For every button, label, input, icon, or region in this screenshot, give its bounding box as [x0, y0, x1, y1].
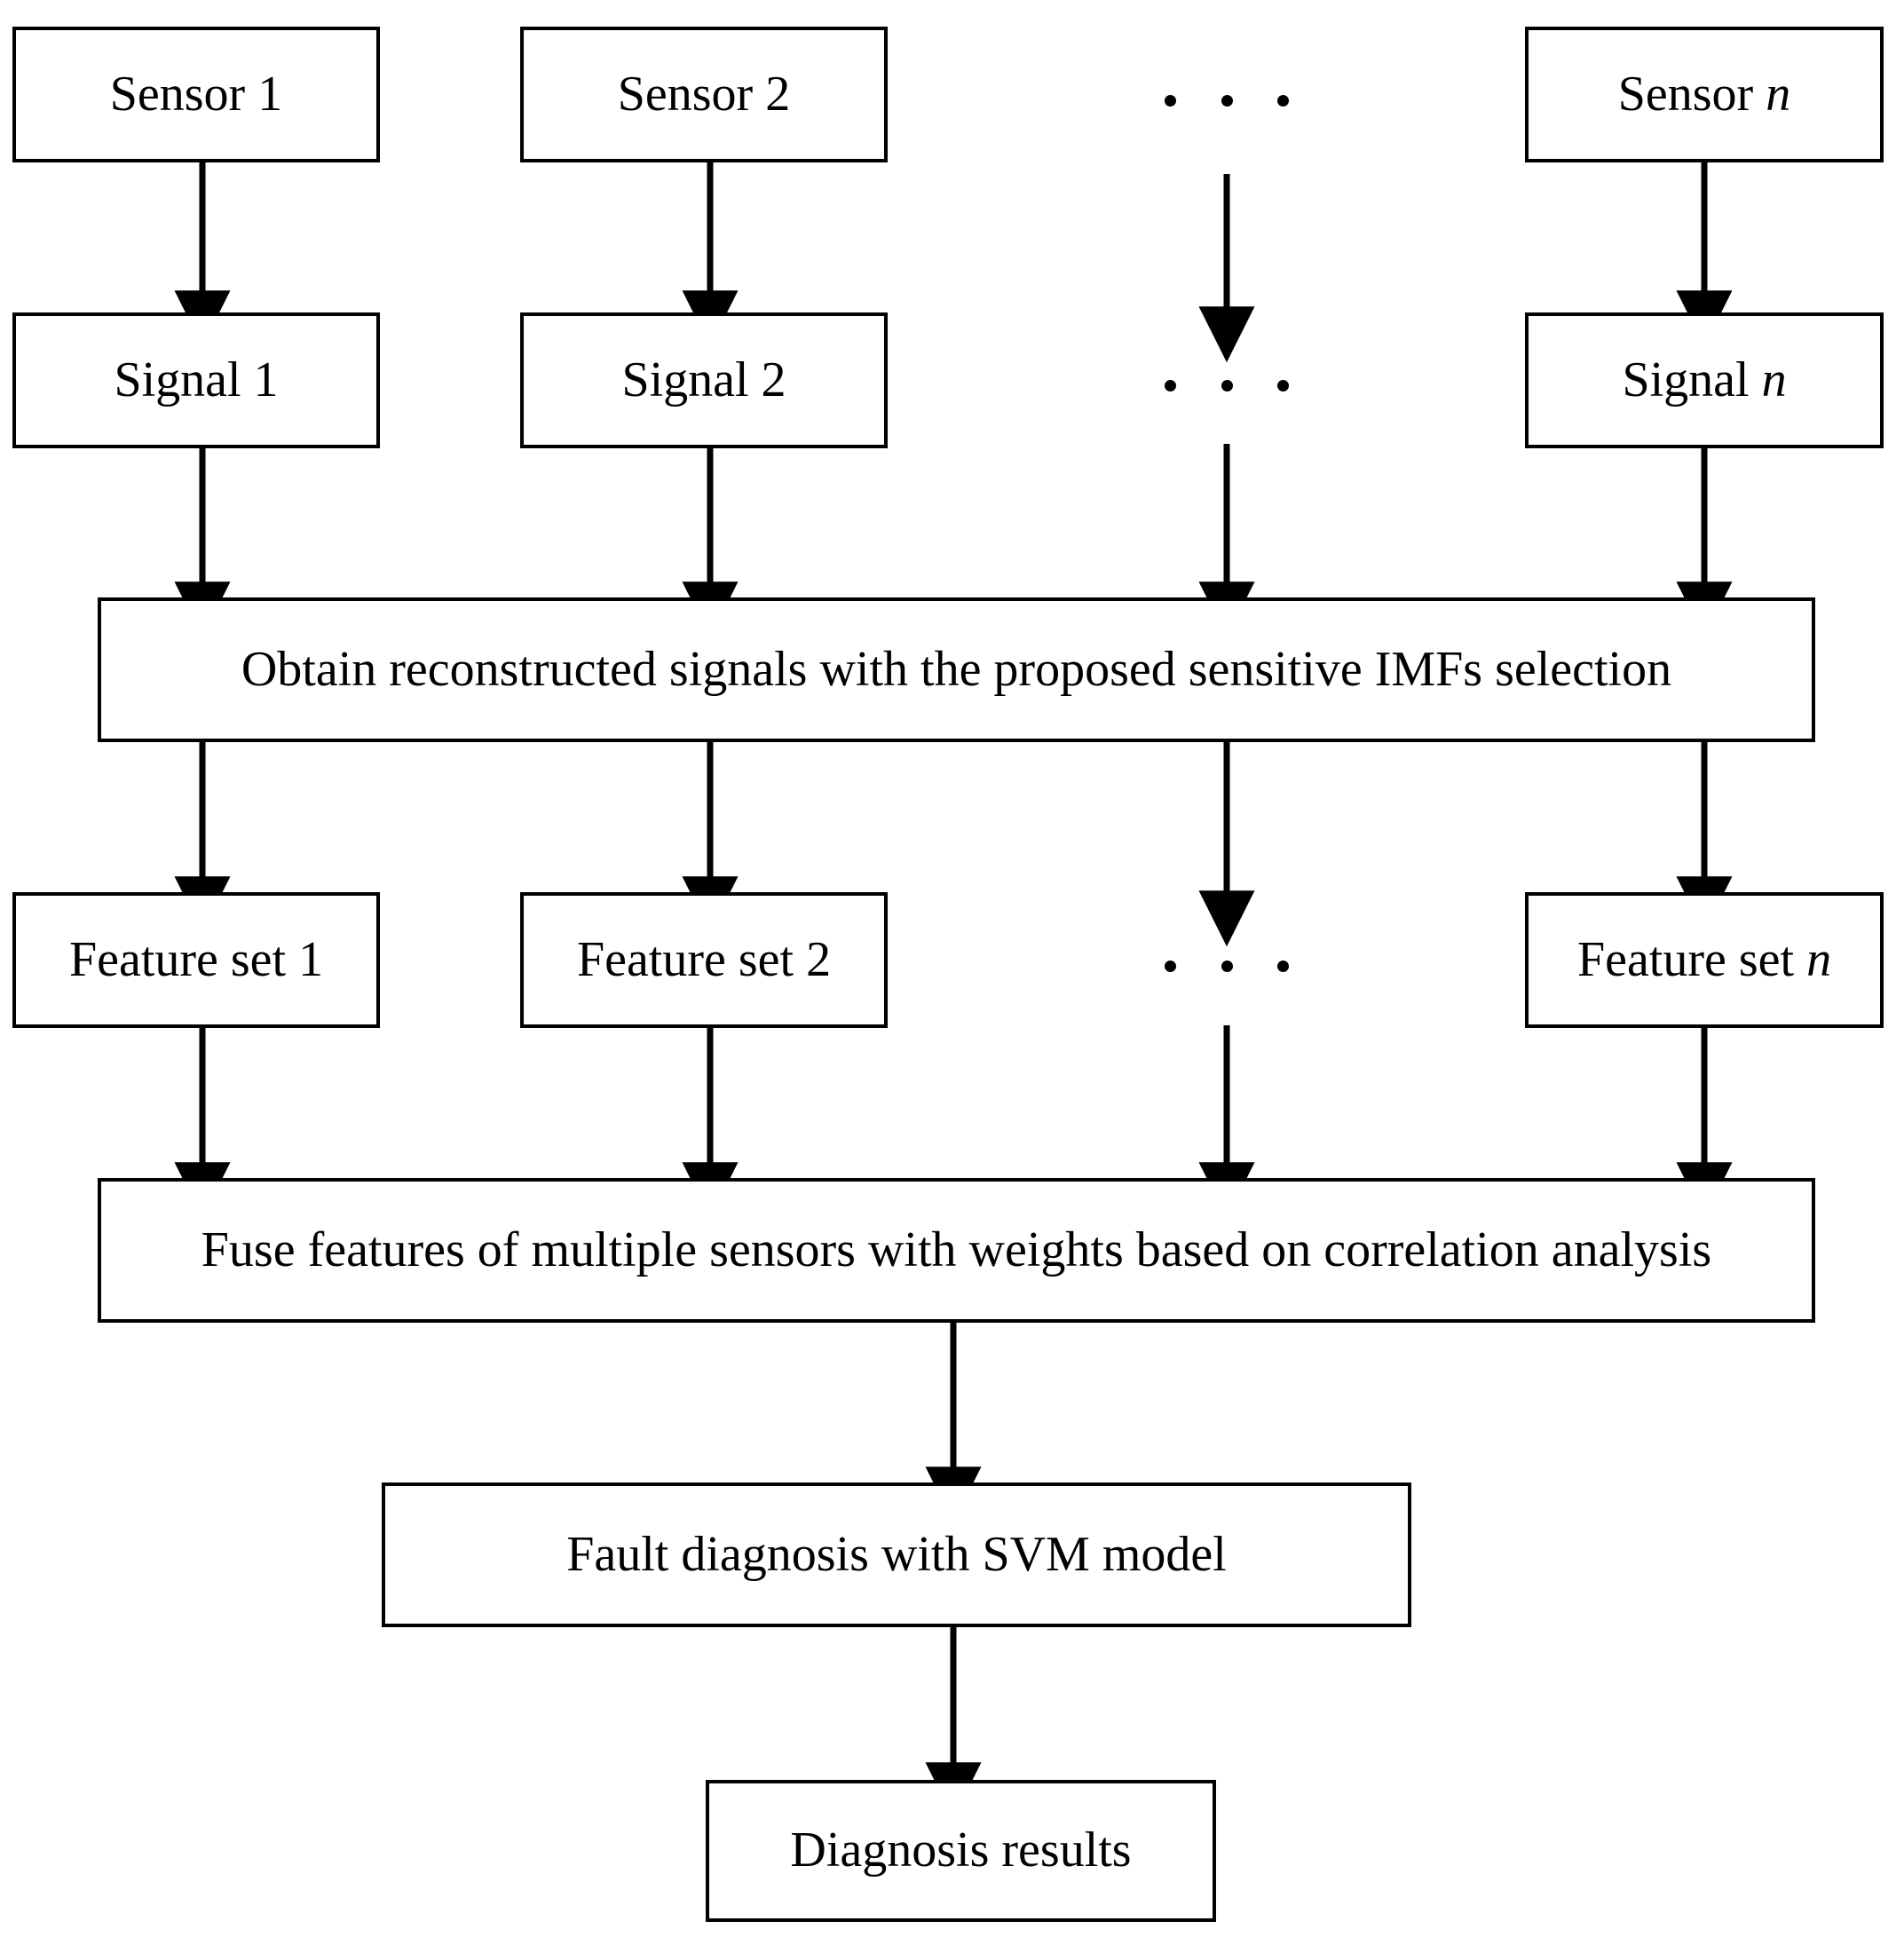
- node-fuse-features[interactable]: Fuse features of multiple sensors with w…: [98, 1178, 1815, 1323]
- ellipsis-dot: [1165, 94, 1176, 107]
- ellipsis-dot: [1277, 94, 1289, 107]
- ellipsis-dot: [1221, 94, 1233, 107]
- node-feature-set-2[interactable]: Feature set 2: [520, 892, 888, 1028]
- node-sensor-n-prefix: Sensor: [1617, 66, 1766, 122]
- node-feature-set-n[interactable]: Feature set n: [1525, 892, 1884, 1028]
- node-feature-set-n-index: n: [1806, 931, 1832, 987]
- node-fuse-label: Fuse features of multiple sensors with w…: [201, 1222, 1712, 1277]
- ellipsis-signal-row: [1165, 376, 1289, 394]
- node-fault-diagnosis[interactable]: Fault diagnosis with SVM model: [382, 1482, 1411, 1627]
- node-signal-2-label: Signal 2: [621, 352, 786, 407]
- node-sensor-1-label: Sensor 1: [109, 66, 283, 122]
- node-feature-set-2-label: Feature set 2: [576, 931, 832, 987]
- node-diagnosis-results-label: Diagnosis results: [790, 1822, 1132, 1878]
- node-signal-n-prefix: Signal: [1622, 352, 1762, 407]
- node-signal-n-index: n: [1761, 352, 1787, 407]
- ellipsis-dot: [1221, 379, 1233, 391]
- node-sensor-n-label: Sensor n: [1618, 67, 1790, 123]
- ellipsis-feature-row: [1165, 957, 1289, 975]
- node-obtain-label: Obtain reconstructed signals with the pr…: [241, 641, 1672, 697]
- ellipsis-dot: [1221, 960, 1233, 972]
- node-sensor-n[interactable]: Sensor n: [1525, 27, 1884, 162]
- node-diagnosis-results[interactable]: Diagnosis results: [706, 1780, 1216, 1922]
- node-sensor-2[interactable]: Sensor 2: [520, 27, 888, 162]
- node-feature-set-n-label: Feature set n: [1576, 931, 1832, 988]
- node-signal-1[interactable]: Signal 1: [12, 312, 380, 448]
- node-feature-set-1-label: Feature set 1: [68, 931, 324, 987]
- node-sensor-n-index: n: [1766, 66, 1791, 122]
- ellipsis-dot: [1165, 379, 1176, 391]
- node-sensor-2-label: Sensor 2: [617, 66, 791, 122]
- ellipsis-sensor-row: [1165, 91, 1289, 109]
- node-signal-2[interactable]: Signal 2: [520, 312, 888, 448]
- ellipsis-dot: [1277, 960, 1289, 972]
- node-signal-n[interactable]: Signal n: [1525, 312, 1884, 448]
- node-obtain-reconstructed-signals[interactable]: Obtain reconstructed signals with the pr…: [98, 597, 1815, 742]
- ellipsis-dot: [1277, 379, 1289, 391]
- node-fault-diagnosis-label: Fault diagnosis with SVM model: [566, 1526, 1227, 1582]
- node-signal-1-label: Signal 1: [114, 352, 279, 407]
- node-feature-set-1[interactable]: Feature set 1: [12, 892, 380, 1028]
- node-sensor-1[interactable]: Sensor 1: [12, 27, 380, 162]
- node-feature-set-n-prefix: Feature set: [1576, 931, 1807, 987]
- ellipsis-dot: [1165, 960, 1176, 972]
- node-signal-n-label: Signal n: [1622, 352, 1787, 408]
